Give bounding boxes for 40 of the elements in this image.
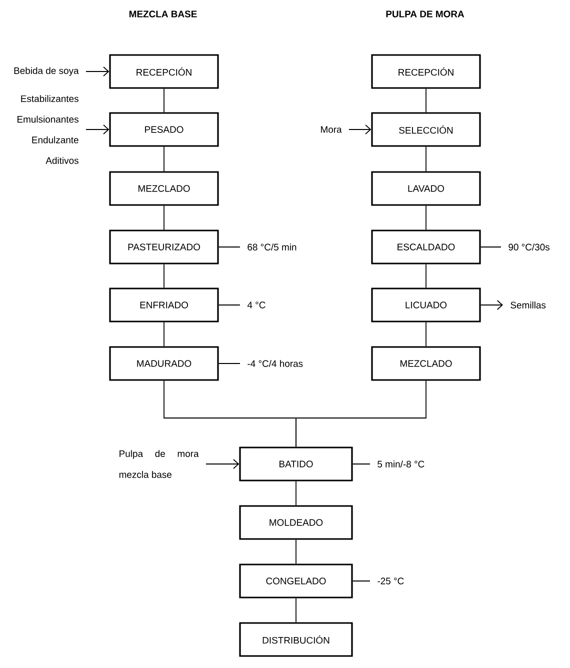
connector-line: [218, 363, 240, 364]
process-box: PESADO: [109, 112, 219, 147]
process-box: BATIDO: [239, 446, 353, 482]
condition-label: -25 °C: [378, 578, 404, 584]
arrow: [86, 124, 110, 134]
output-label: Semillas: [510, 302, 546, 308]
process-box: MEZCLADO: [371, 346, 481, 381]
arrow: [348, 124, 372, 134]
process-box: MEZCLADO: [109, 171, 219, 206]
process-box: LICUADO: [371, 288, 481, 322]
connector-line: [218, 246, 240, 248]
process-box: RECEPCIÓN: [371, 54, 481, 89]
input-label: Mora: [321, 126, 342, 133]
connector-line: [352, 580, 370, 582]
process-box: SELECCIÓN: [371, 112, 481, 147]
process-box: ENFRIADO: [109, 288, 219, 322]
connector-line: [296, 380, 426, 448]
condition-label: 4 °C: [247, 302, 266, 308]
condition-label: 5 min/-8 °C: [378, 460, 424, 468]
column-heading: MEZCLA BASE: [129, 10, 197, 18]
process-box: RECEPCIÓN: [109, 54, 219, 89]
connector-line: [480, 246, 502, 248]
condition-label: 68 °C/5 min: [248, 244, 296, 250]
process-box: MOLDEADO: [239, 505, 353, 540]
condition-label: 90 °C/30s: [508, 244, 550, 250]
process-box: PASTEURIZADO: [109, 230, 219, 264]
process-box: CONGELADO: [239, 564, 353, 598]
input-label: Estabilizantes Emulsionantes Endulzante Aditivos: [18, 95, 78, 164]
column-heading: PULPA DE MORA: [386, 10, 464, 18]
input-label: Bebida de soya: [14, 67, 79, 76]
process-box: DISTRIBUCIÓN: [239, 622, 353, 657]
arrow: [86, 66, 110, 76]
process-box: ESCALDADO: [371, 230, 481, 264]
condition-label: -4 °C/4 horas: [248, 360, 303, 367]
process-box: LAVADO: [371, 171, 481, 206]
connector-line: [218, 304, 240, 306]
process-box: MADURADO: [109, 346, 219, 381]
arrow: [206, 459, 240, 469]
arrow: [480, 300, 503, 310]
input-label: Pulpa de mora mezcla base: [119, 450, 199, 478]
